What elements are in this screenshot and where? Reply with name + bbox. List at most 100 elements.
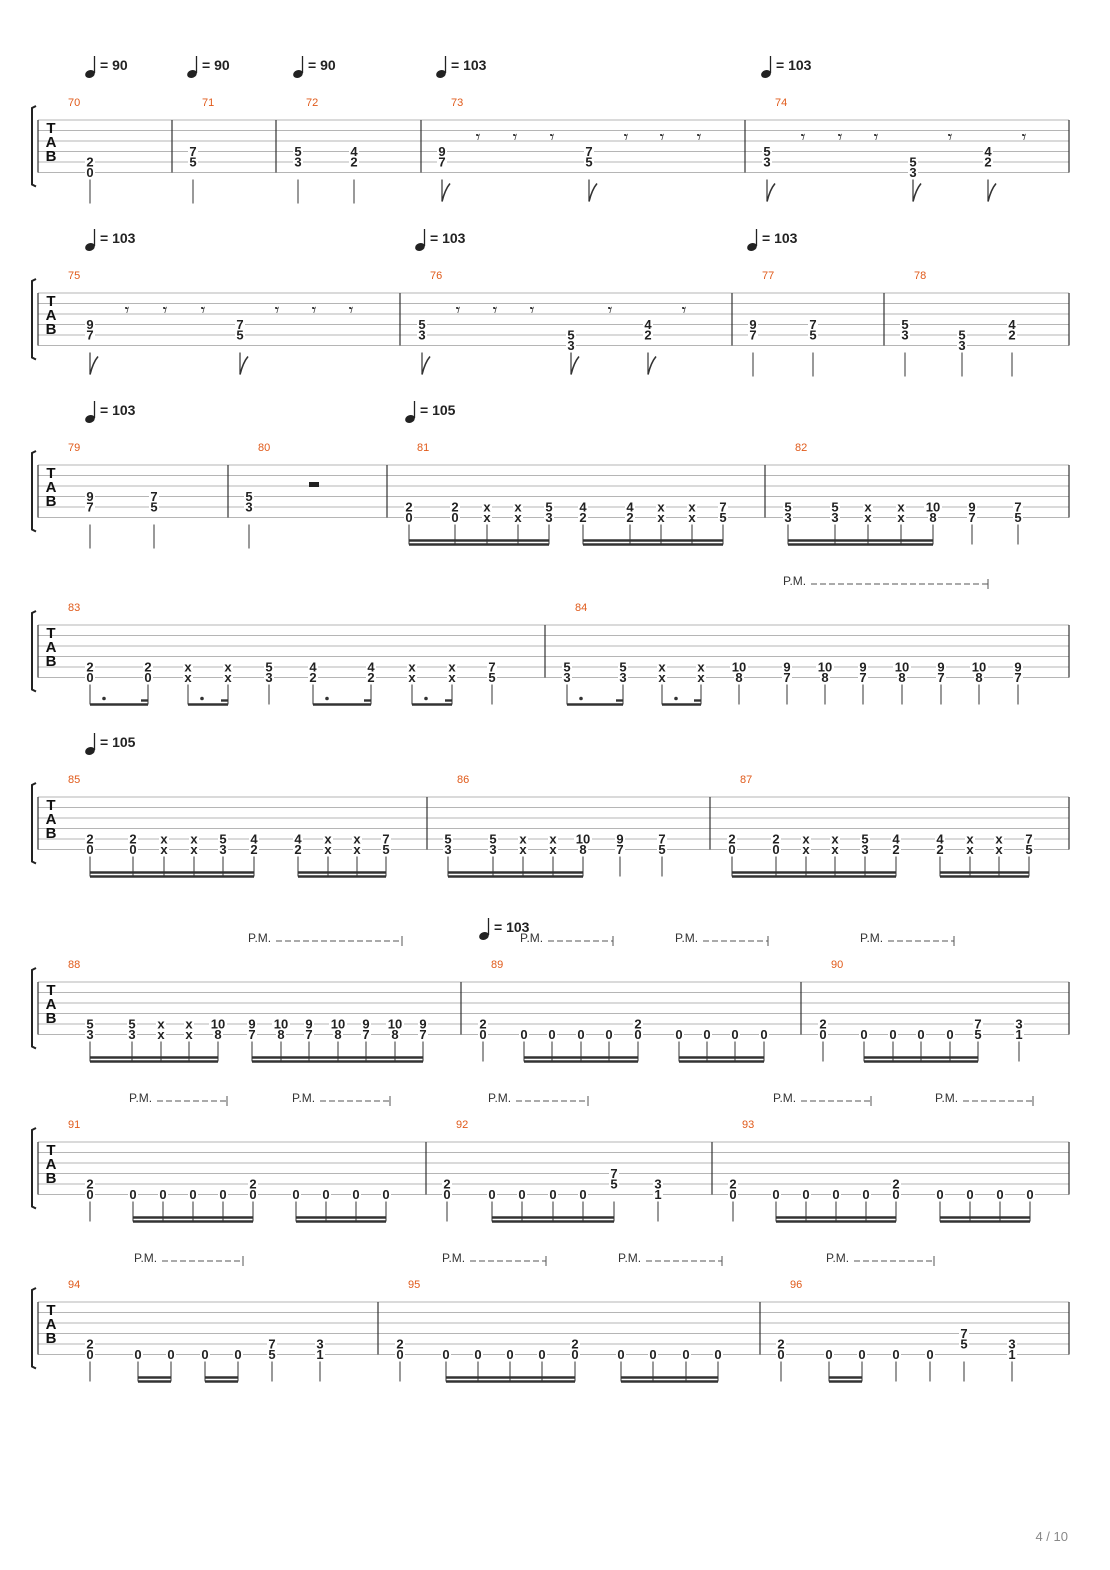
measure-number: 75 [68, 270, 80, 282]
fret-number: 4 [367, 660, 375, 675]
measure-number: 95 [408, 1279, 420, 1291]
fret-bg [85, 1338, 95, 1350]
fret-number: 5 [610, 1177, 617, 1192]
fret-bg [860, 833, 870, 845]
fret-bg [696, 661, 706, 673]
fret-number: 3 [294, 155, 301, 170]
tempo-marking: = 90 [100, 57, 128, 73]
fret-number: 10 [331, 1017, 345, 1032]
tab-clef-letter: T [46, 293, 55, 310]
eighth-flag [570, 355, 580, 375]
fret-bg [863, 511, 873, 524]
fret-number: x [190, 832, 198, 847]
measure-number: 78 [914, 270, 926, 282]
fret-bg [548, 1188, 558, 1201]
fret-bg [447, 661, 457, 673]
tempo-marking: = 90 [308, 57, 336, 73]
fret-number: x [324, 832, 332, 847]
fret-bg [447, 671, 457, 684]
fret-number: 7 [937, 670, 944, 685]
fret-bg [657, 843, 667, 856]
fret-number: x [897, 500, 905, 515]
fret-number: 3 [444, 842, 451, 857]
fret-number: 2 [626, 510, 633, 525]
fret-number: 0 [549, 1187, 556, 1202]
measure-number: 72 [306, 97, 318, 109]
fret-bg [928, 511, 938, 524]
fret-bg [936, 671, 946, 684]
fret-number: 3 [1015, 1017, 1022, 1032]
fret-number: 0 [159, 1187, 166, 1202]
fret-bg [333, 1028, 343, 1041]
fret-bg [808, 318, 818, 331]
fret-number: 0 [86, 842, 93, 857]
fret-bg [158, 1188, 168, 1201]
fret-number: 10 [818, 660, 832, 675]
fret-number: 10 [274, 1017, 288, 1032]
fret-number: 0 [167, 1347, 174, 1362]
fret-number: 2 [86, 660, 93, 675]
fret-bg [657, 671, 667, 684]
tab-clef-letter: T [46, 982, 55, 999]
fret-bg [935, 833, 945, 845]
fret-number: 2 [350, 155, 357, 170]
fret-number: 4 [984, 144, 992, 159]
measure-number: 76 [430, 270, 442, 282]
fret-bg [1007, 318, 1017, 331]
fret-bg [609, 1167, 619, 1180]
fret-bg [143, 661, 153, 673]
fret-bg [209, 1018, 227, 1030]
fret-bg [858, 661, 868, 673]
fret-bg [473, 1348, 483, 1361]
fret-bg [417, 318, 427, 331]
fret-bg [183, 671, 193, 684]
fret-bg [983, 145, 993, 158]
fret-number: 5 [268, 1347, 275, 1362]
fret-number: x [483, 500, 491, 515]
tab-clef-letter: B [46, 148, 57, 165]
tempo-marking: = 103 [430, 230, 466, 246]
fret-bg [900, 318, 910, 331]
fret-number: 2 [644, 328, 651, 343]
system-bracket [31, 1287, 37, 1370]
fret-number: 5 [831, 500, 838, 515]
fret-number: 5 [974, 1027, 981, 1042]
fret-number: 2 [144, 660, 151, 675]
fret-number: 3 [128, 1027, 135, 1042]
fret-bg [615, 833, 625, 845]
fret-bg [478, 1018, 488, 1030]
fret-number: 0 [634, 1027, 641, 1042]
tempo-marking: = 105 [100, 734, 136, 750]
fret-number: 5 [489, 832, 496, 847]
fret-number: 3 [1008, 1337, 1015, 1352]
palm-mute-label: P.M. [488, 1091, 511, 1105]
fret-number: x [688, 500, 696, 515]
fret-bg [349, 145, 359, 158]
fret-number: 8 [929, 510, 936, 525]
fret-number: 0 [682, 1347, 689, 1362]
fret-bg [386, 1018, 404, 1030]
fret-bg [293, 145, 303, 158]
tab-clef-letter: A [46, 639, 57, 656]
fret-number: 2 [405, 500, 412, 515]
fret-bg [450, 501, 460, 513]
fret-bg [189, 843, 199, 856]
fret-bg [574, 833, 592, 845]
fret-number: 8 [391, 1027, 398, 1042]
fret-number: 7 [438, 155, 445, 170]
measure-number: 70 [68, 97, 80, 109]
fret-number: x [549, 842, 557, 857]
fret-number: x [519, 842, 527, 857]
fret-bg [1014, 1028, 1024, 1041]
fret-bg [891, 1348, 901, 1361]
tab-clef-letter: T [46, 1302, 55, 1319]
tempo-marking: = 105 [420, 402, 456, 418]
tempo-note-icon [761, 70, 771, 78]
fret-number: 0 [926, 1347, 933, 1362]
fret-number: 0 [382, 1187, 389, 1202]
fret-bg [505, 1348, 515, 1361]
fret-number: x [657, 500, 665, 515]
palm-mute-label: P.M. [773, 1091, 796, 1105]
fret-number: 9 [783, 660, 790, 675]
fret-bg [897, 671, 907, 684]
